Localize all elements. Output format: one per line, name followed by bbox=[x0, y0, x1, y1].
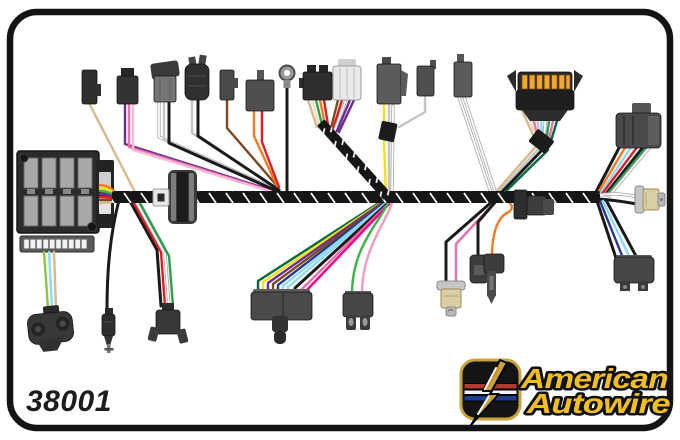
bulb-socket-right bbox=[634, 185, 666, 214]
connector-brown-single bbox=[219, 69, 238, 101]
bulkhead-connector bbox=[507, 70, 583, 121]
two-pin-connector bbox=[342, 291, 374, 330]
connector-twin-post bbox=[184, 54, 210, 101]
bullet-connector bbox=[101, 308, 116, 353]
fuse-box bbox=[16, 150, 114, 253]
temperature-sensor-connector bbox=[469, 253, 505, 304]
connector-white-pair bbox=[453, 54, 473, 98]
connector-chrome bbox=[332, 59, 362, 101]
flasher-relay bbox=[513, 189, 554, 220]
bulb-socket-center bbox=[436, 280, 466, 317]
tape-wrap bbox=[529, 129, 554, 154]
tape-wrap bbox=[378, 120, 398, 143]
brand-name-line1: American bbox=[520, 363, 668, 394]
dash-multi-connector bbox=[250, 289, 313, 344]
fuse-box-lower-wires bbox=[42, 250, 58, 310]
left-drop-wires bbox=[105, 198, 175, 312]
connector-capped bbox=[150, 60, 180, 103]
column-wires-to-trunk bbox=[382, 95, 498, 198]
connector-single-tan bbox=[81, 69, 101, 105]
connector-multi-black bbox=[299, 65, 333, 101]
part-number: 38001 bbox=[26, 385, 112, 418]
connector-two-wire bbox=[116, 68, 139, 105]
connector-relay-square bbox=[245, 70, 275, 112]
connector-small-gray bbox=[416, 60, 436, 97]
brand-logo: American Autowire bbox=[459, 358, 673, 426]
fuse-box-terminal-strip bbox=[19, 235, 95, 253]
connector-right-multi bbox=[615, 103, 662, 149]
connector-yellow-gray bbox=[376, 57, 408, 105]
main-trunk-loom bbox=[112, 119, 600, 203]
rear-body-connector bbox=[613, 255, 655, 291]
right-connector-wires bbox=[594, 140, 656, 260]
firewall-grommet bbox=[152, 170, 197, 224]
fuse-box-lower-plug bbox=[27, 305, 74, 352]
left-fan-wires bbox=[87, 84, 289, 196]
ring-terminal bbox=[278, 64, 296, 88]
lightning-bolt-icon bbox=[470, 359, 508, 426]
brand-name-line2: Autowire bbox=[526, 388, 670, 419]
four-wire-connector bbox=[147, 303, 189, 344]
